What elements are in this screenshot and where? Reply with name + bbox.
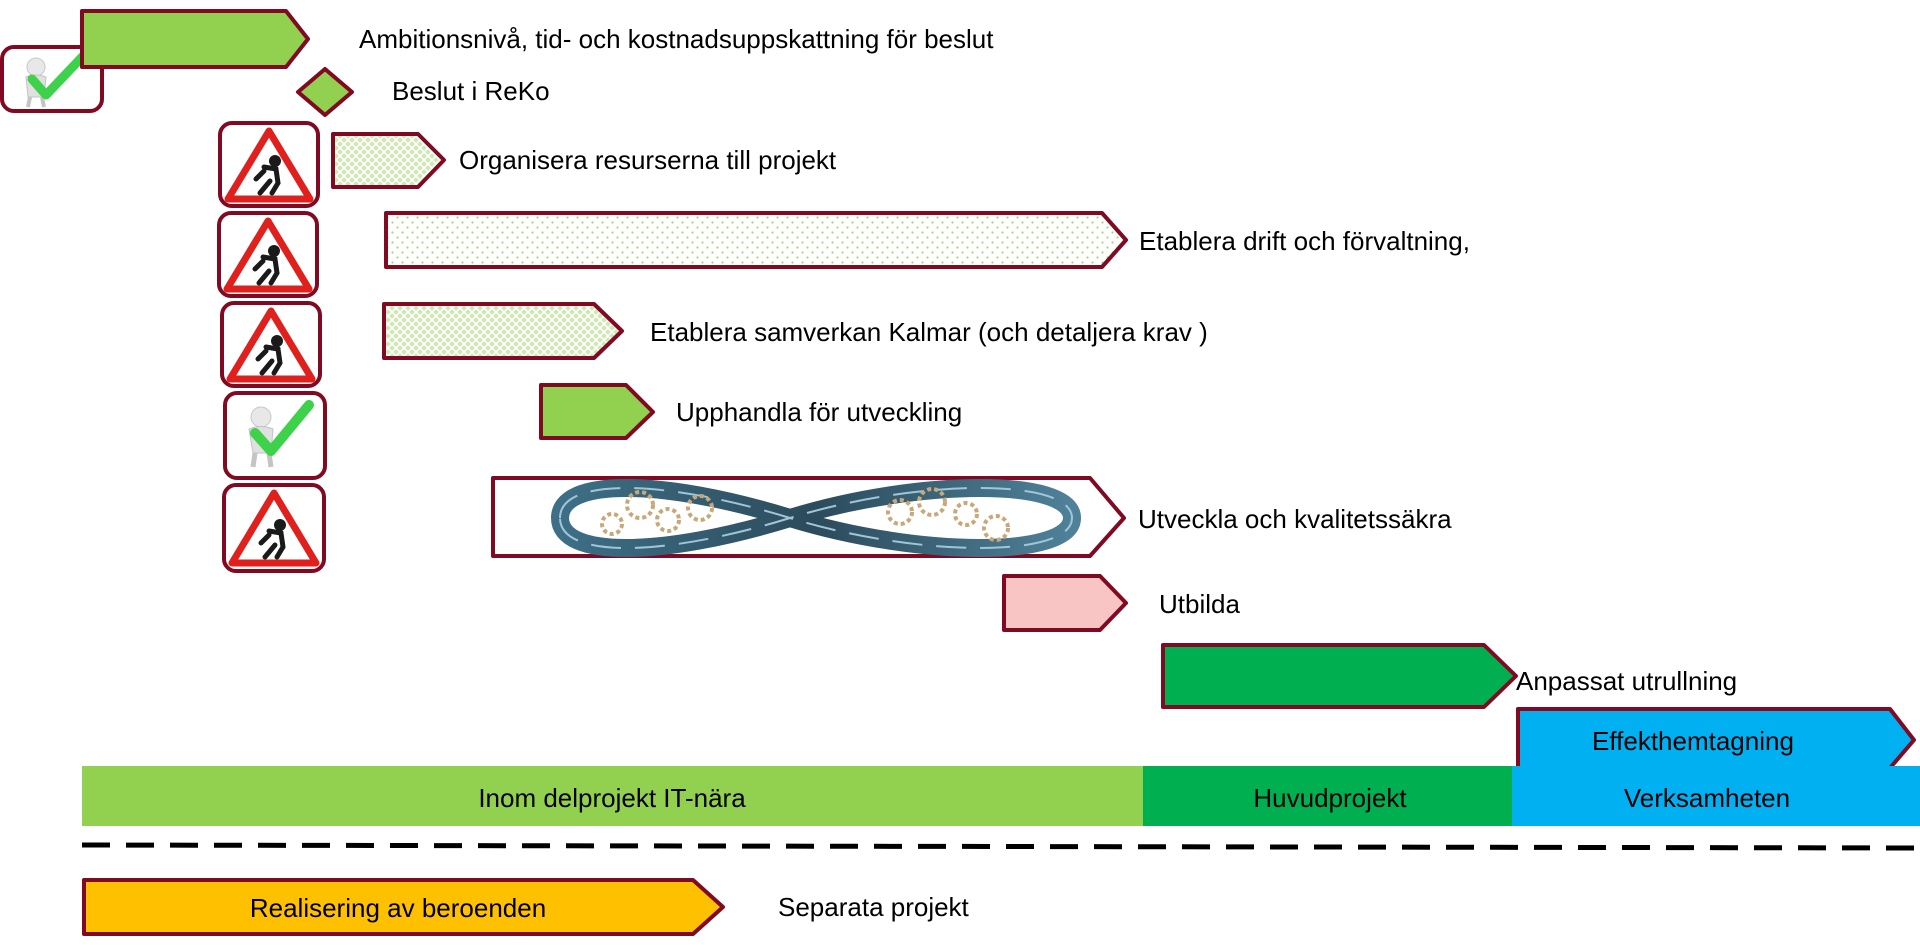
task-arrow-drift: [384, 211, 1128, 269]
phase-band-delprojekt: [82, 766, 1143, 826]
construction-sign-icon: [218, 121, 320, 208]
phase-label-verksamheten: Verksamheten: [1624, 783, 1790, 813]
task-label-organisera: Organisera resurserna till projekt: [459, 145, 837, 175]
milestone-diamond-beslut: [296, 67, 354, 117]
infinity-gears-image: [550, 479, 1082, 557]
phase-label-delprojekt: Inom delprojekt IT-nära: [478, 783, 746, 813]
task-label-ambition: Ambitionsnivå, tid- och kostnadsuppskatt…: [359, 24, 994, 54]
task-label-samverkan: Etablera samverkan Kalmar (och detaljera…: [650, 317, 1208, 347]
phase-band-huvudprojekt: [1143, 766, 1512, 826]
dependencies-arrow: [82, 878, 725, 936]
task-arrow-utveckla: [491, 476, 1126, 558]
task-label-upphandla: Upphandla för utveckling: [676, 397, 962, 427]
task-arrow-utrullning: [1161, 643, 1518, 709]
task-label-drift: Etablera drift och förvaltning,: [1139, 226, 1470, 256]
task-label-utveckla: Utveckla och kvalitetssäkra: [1138, 504, 1452, 534]
task-arrow-ambition: [80, 9, 310, 69]
construction-sign-icon: [220, 301, 322, 388]
phase-band-verksamheten: [1512, 766, 1920, 826]
dashed-separator: [81, 842, 1920, 851]
task-label-effekt: Effekthemtagning: [1592, 726, 1794, 756]
construction-sign-icon: [217, 211, 319, 298]
check-person-icon: [0, 45, 104, 113]
task-arrow-samverkan: [382, 302, 624, 360]
task-label-utbilda: Utbilda: [1159, 589, 1240, 619]
task-arrow-utbilda: [1002, 574, 1128, 632]
separate-projects-label: Separata projekt: [778, 892, 970, 922]
construction-sign-icon: [222, 483, 326, 573]
check-person-icon: [223, 391, 327, 480]
task-label-utrullning: Anpassat utrullning: [1516, 666, 1737, 696]
task-arrow-upphandla: [539, 383, 655, 440]
task-arrow-organisera: [331, 132, 446, 189]
task-arrow-effekt: [1516, 707, 1916, 770]
task-label-beslut: Beslut i ReKo: [392, 76, 550, 106]
dependencies-arrow-label: Realisering av beroenden: [250, 893, 546, 923]
phase-label-huvudprojekt: Huvudprojekt: [1253, 783, 1407, 813]
